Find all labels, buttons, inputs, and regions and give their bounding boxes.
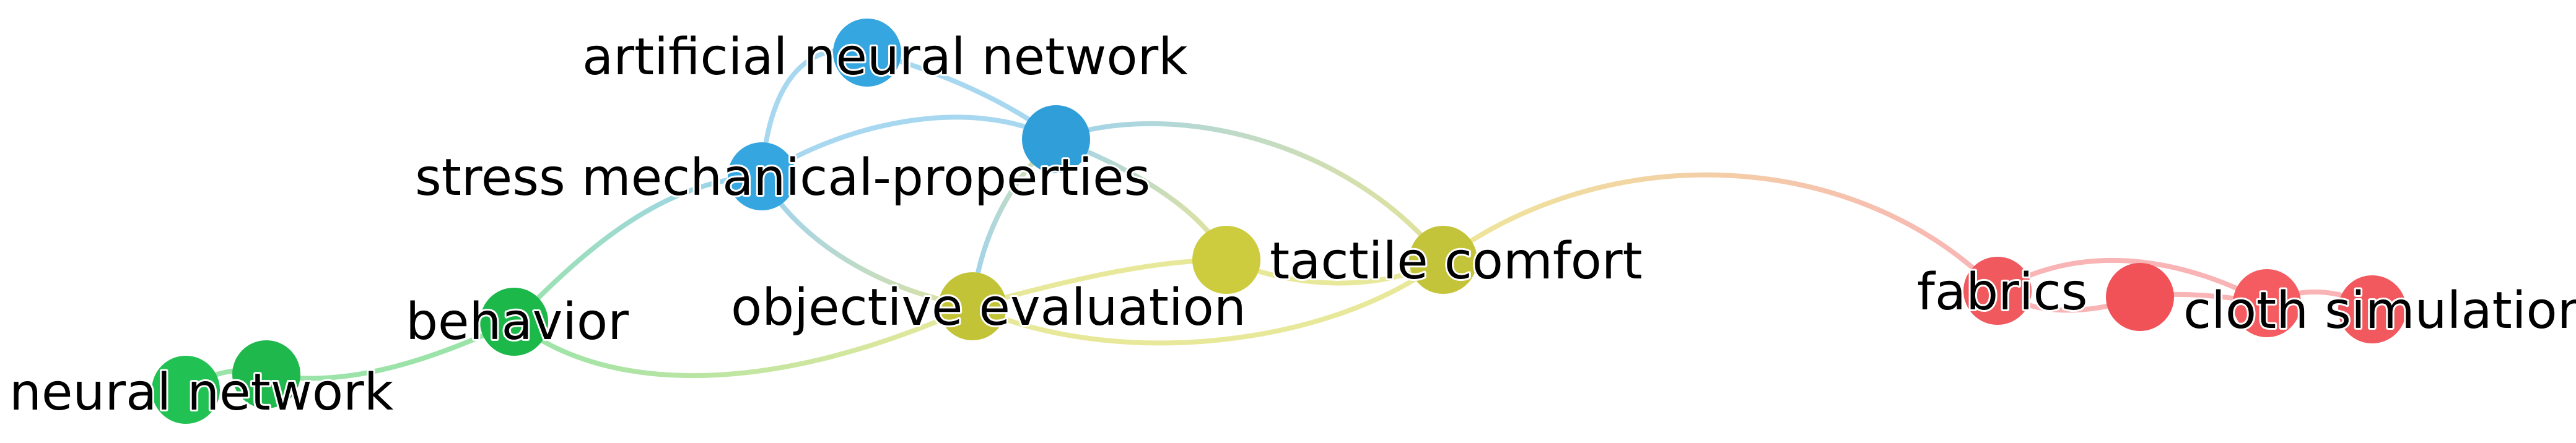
node-green[interactable] — [480, 288, 548, 356]
label-artificial-neural-network: artificial neural network — [582, 28, 1188, 87]
link — [1054, 121, 1446, 262]
label-behavior: behavior — [406, 293, 629, 351]
node-green[interactable] — [152, 356, 220, 424]
node-red[interactable] — [2338, 275, 2406, 343]
link — [759, 114, 1059, 179]
node-red[interactable] — [1963, 257, 2032, 325]
label-neural-network: neural network — [9, 363, 394, 422]
label-group: artificial neural network stress mechani… — [7, 26, 2576, 424]
node-blue[interactable] — [1022, 105, 1090, 173]
link — [512, 304, 975, 379]
link — [512, 174, 764, 324]
link — [970, 257, 1446, 346]
label-objective-evaluation: objective evaluation — [731, 278, 1246, 337]
label-cloth-simulation: cloth simulation — [2183, 282, 2576, 340]
node-yellow[interactable] — [1409, 226, 1477, 294]
node-yellow[interactable] — [1192, 226, 1260, 294]
node-green[interactable] — [232, 340, 300, 408]
link — [1441, 172, 2000, 293]
node-red[interactable] — [2106, 263, 2174, 331]
node-red[interactable] — [2233, 269, 2301, 337]
label-tactile-comfort: tactile comfort — [1270, 232, 1643, 291]
node-group — [152, 19, 2406, 424]
node-blue[interactable] — [728, 142, 796, 210]
node-blue[interactable] — [833, 19, 901, 87]
node-yellow[interactable] — [938, 272, 1006, 340]
label-stress-mechanical-properties: stress mechanical-properties — [415, 148, 1150, 207]
label-fabrics: fabrics — [1917, 263, 2087, 322]
